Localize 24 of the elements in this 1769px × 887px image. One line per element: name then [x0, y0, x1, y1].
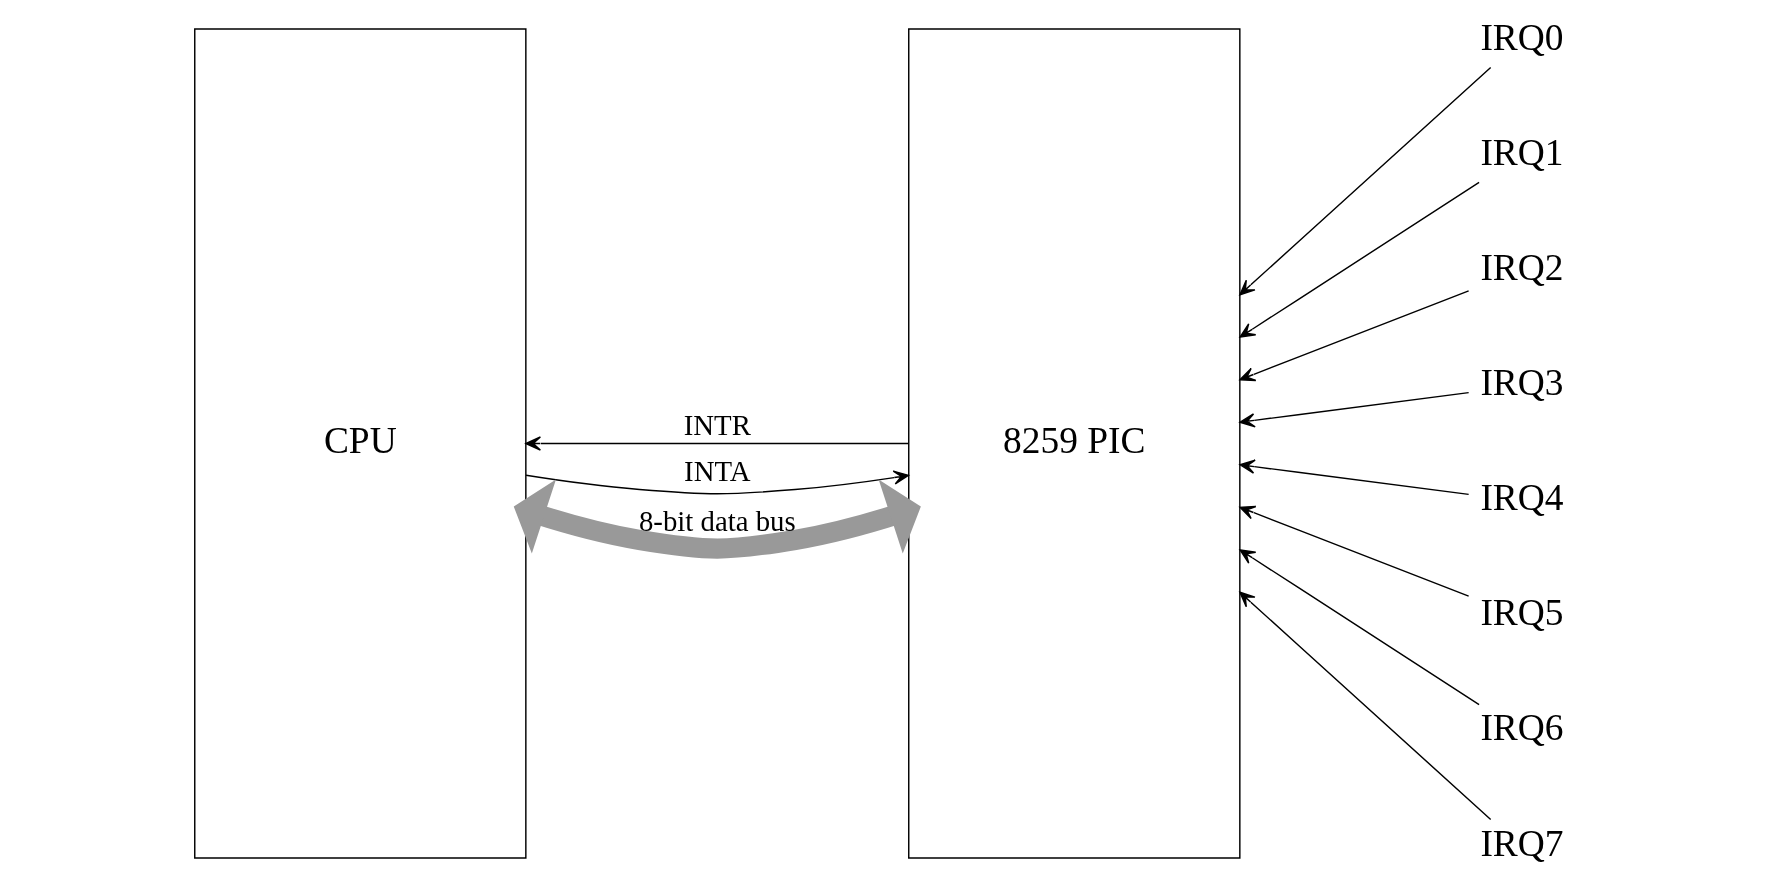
node-text: IRQ7: [1479, 822, 1564, 864]
arrow: [524, 436, 909, 451]
node-text: IRQ6: [1479, 707, 1564, 749]
edge-label: INTR: [683, 408, 751, 441]
arrow: [1238, 290, 1469, 382]
node-box: CPU: [193, 28, 527, 859]
edge-label: INTA: [683, 454, 751, 487]
arrow: [1238, 66, 1491, 296]
arrow: [1238, 459, 1469, 496]
node-text: IRQ5: [1479, 592, 1564, 634]
node-text: IRQ2: [1479, 246, 1564, 288]
arrow: [1238, 391, 1469, 428]
arrow: [1238, 549, 1480, 706]
node-text: IRQ3: [1479, 361, 1564, 403]
edge-label: 8-bit data bus: [638, 505, 796, 538]
arrow: [1238, 181, 1480, 338]
node-text: IRQ1: [1479, 131, 1564, 173]
arrow: [1238, 591, 1491, 821]
arrow: [513, 479, 921, 559]
arrow: [524, 470, 909, 495]
arrow: [1238, 505, 1469, 597]
node-box: 8259 PIC: [907, 28, 1241, 859]
node-text: IRQ0: [1479, 16, 1564, 58]
node-text: IRQ4: [1479, 477, 1564, 519]
